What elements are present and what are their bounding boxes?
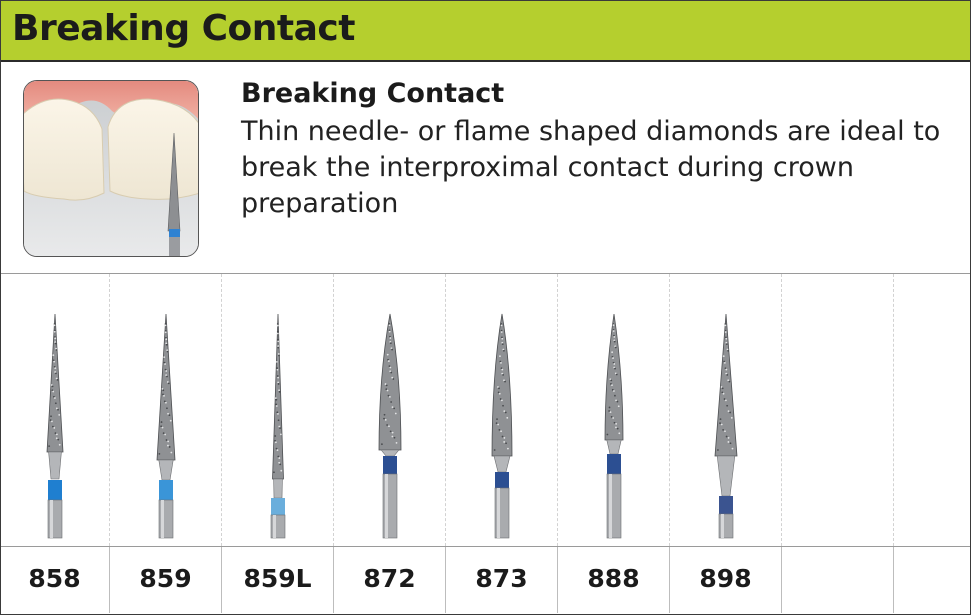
section-title: Breaking Contact	[12, 8, 355, 49]
product-image-cell	[558, 274, 670, 546]
diamond-bur-image	[46, 313, 64, 539]
section-header: Breaking Contact	[0, 0, 971, 62]
diamond-bur-image	[270, 313, 286, 539]
product-image-cell	[670, 274, 782, 546]
product-code	[782, 547, 894, 613]
intro-panel: Breaking Contact Thin needle- or flame s…	[0, 62, 971, 274]
product-code: 888	[558, 547, 670, 613]
color-band	[159, 480, 173, 500]
product-code: 872	[334, 547, 446, 613]
diamond-bur-image	[378, 313, 402, 539]
diamond-bur-image	[491, 313, 513, 539]
intro-description: Thin needle- or flame shaped diamonds ar…	[241, 116, 941, 219]
product-code: 859	[110, 547, 222, 613]
color-band	[607, 454, 621, 474]
product-image-cell	[782, 274, 894, 546]
color-band	[495, 472, 509, 488]
product-image-cell	[110, 274, 222, 546]
intro-heading: Breaking Contact	[241, 78, 505, 109]
product-image-cell	[0, 274, 110, 546]
color-band	[271, 498, 285, 515]
color-band	[48, 480, 62, 500]
product-code: 859L	[222, 547, 334, 613]
product-code: 858	[0, 547, 110, 613]
product-image-cell	[222, 274, 334, 546]
diamond-bur-image	[604, 313, 624, 539]
diamond-bur-image	[714, 313, 738, 539]
color-band	[719, 496, 733, 514]
diamond-bur-image	[156, 313, 176, 539]
product-code: 873	[446, 547, 558, 613]
product-image-cell	[334, 274, 446, 546]
teeth-illustration	[23, 80, 199, 257]
product-image-cell	[446, 274, 558, 546]
product-code: 898	[670, 547, 782, 613]
color-band	[383, 456, 397, 474]
